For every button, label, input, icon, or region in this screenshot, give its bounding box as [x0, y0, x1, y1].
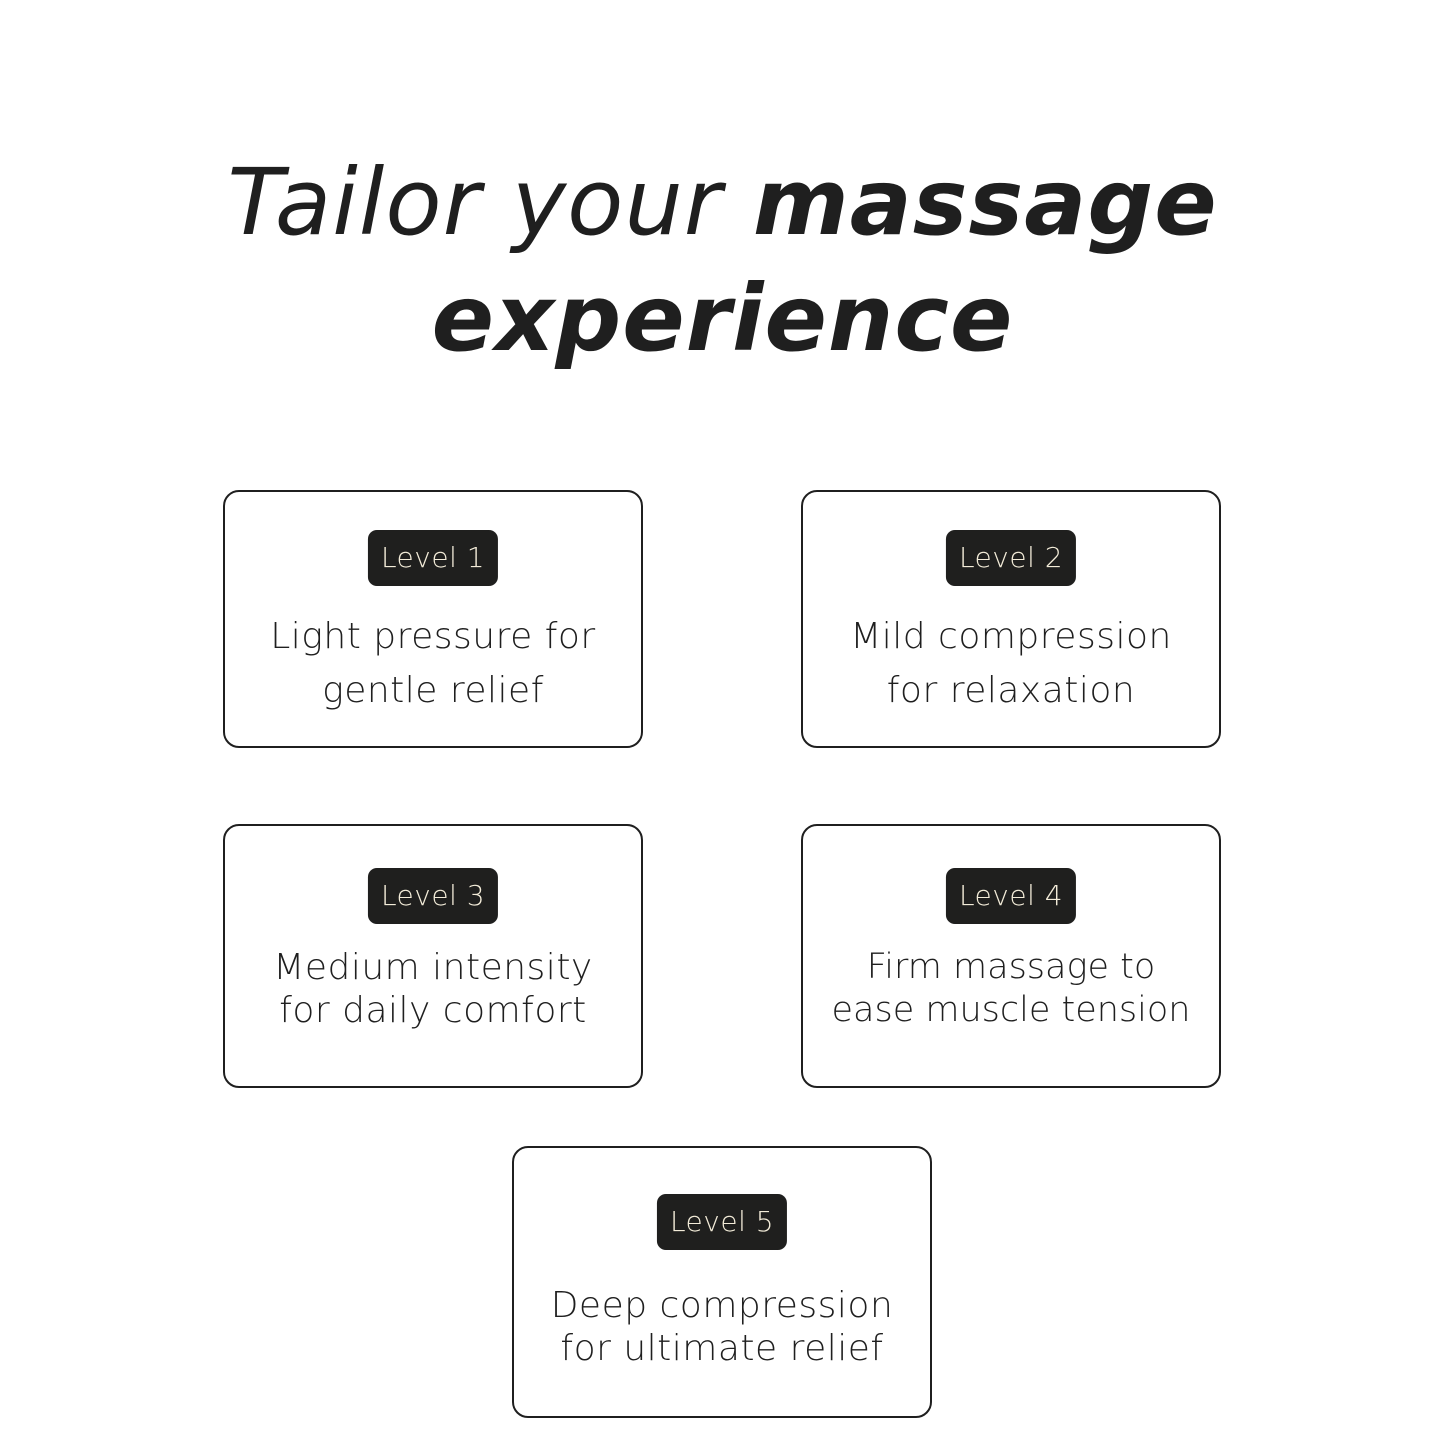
level-description: Mild compression for relaxation — [803, 610, 1219, 718]
level-description: Firm massage to ease muscle tension — [803, 946, 1219, 1032]
title-regular-text: Tailor your — [227, 149, 753, 256]
title-bold-text: massage — [752, 149, 1218, 256]
level-badge: Level 5 — [656, 1194, 788, 1250]
level-5-card: Level 5 Deep compression for ultimate re… — [512, 1146, 932, 1418]
description-line-2: for daily comfort — [279, 990, 587, 1031]
description-line-2: for ultimate relief — [560, 1328, 884, 1369]
description-line-1: Medium intensity — [273, 947, 593, 988]
description-line-1: Deep compression — [550, 1285, 894, 1326]
page-title-line-1: Tailor your massage — [0, 148, 1445, 258]
level-description: Light pressure for gentle relief — [225, 610, 641, 718]
description-line-1: Firm massage to — [866, 947, 1156, 987]
description-line-2: for relaxation — [886, 670, 1136, 711]
level-description: Medium intensity for daily comfort — [225, 946, 641, 1032]
description-line-1: Mild compression — [850, 616, 1172, 657]
level-badge: Level 3 — [367, 868, 499, 924]
level-1-card: Level 1 Light pressure for gentle relief — [223, 490, 643, 748]
description-line-2: gentle relief — [322, 670, 544, 711]
description-line-1: Light pressure for — [270, 616, 596, 657]
level-4-card: Level 4 Firm massage to ease muscle tens… — [801, 824, 1221, 1088]
level-3-card: Level 3 Medium intensity for daily comfo… — [223, 824, 643, 1088]
level-badge: Level 4 — [945, 868, 1077, 924]
level-badge: Level 1 — [367, 530, 499, 586]
level-description: Deep compression for ultimate relief — [514, 1284, 930, 1370]
level-2-card: Level 2 Mild compression for relaxation — [801, 490, 1221, 748]
page-title-line-2: experience — [431, 265, 1014, 372]
description-line-2: ease muscle tension — [831, 990, 1191, 1030]
level-badge: Level 2 — [945, 530, 1077, 586]
